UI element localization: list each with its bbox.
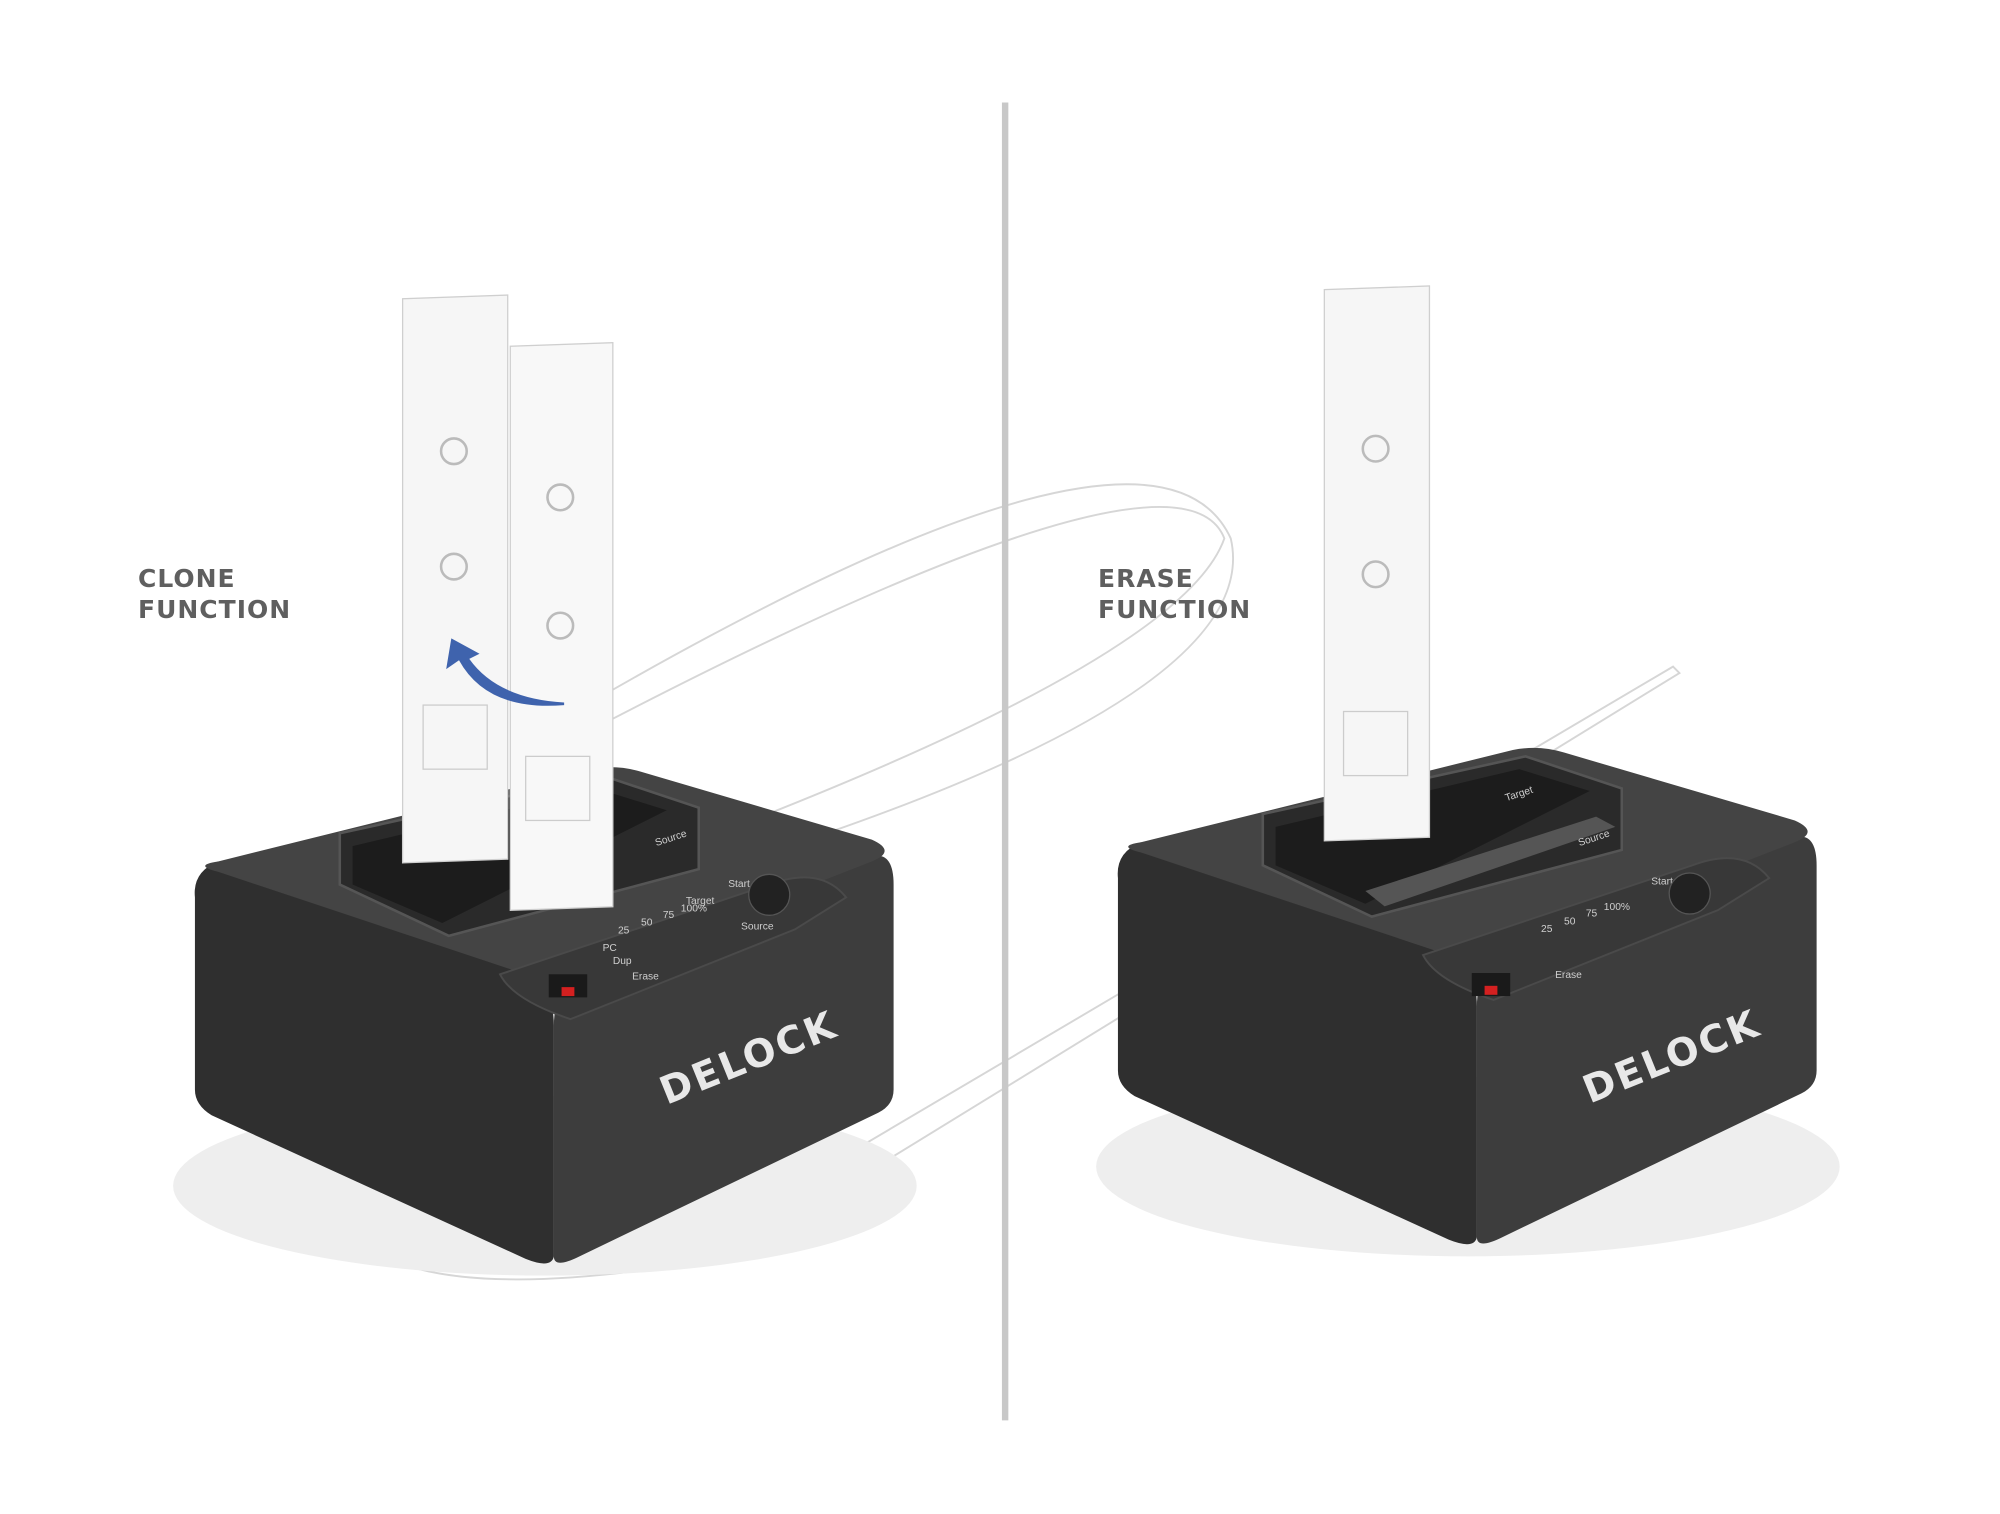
clone-title-line1: CLONE [138,564,236,593]
start-label: Start [728,879,750,890]
progress-50: 50 [641,918,653,929]
erase-title-line1: ERASE [1098,564,1194,593]
start-button[interactable] [748,873,791,916]
mode-erase: Erase [632,971,659,982]
target-led-label: Target [686,896,715,907]
progress-75: 75 [1586,909,1598,920]
erase-function-title: ERASE FUNCTION [1098,563,1251,625]
ssd-target [509,342,614,911]
progress-100: 100% [681,903,707,914]
ssd-source [401,294,509,864]
progress-25: 25 [1541,924,1553,935]
progress-75: 75 [663,910,675,921]
progress-25: 25 [618,925,630,936]
docking-station-erase: Target Source Start 25 50 75 100% Erase … [1094,746,1841,1258]
start-label: Start [1651,877,1673,888]
progress-50: 50 [1564,916,1576,927]
swoosh-decoration [328,483,1681,1281]
mode-switch[interactable] [1471,973,1511,997]
clone-function-title: CLONE FUNCTION [138,563,291,625]
start-button[interactable] [1668,872,1711,915]
clone-title-line2: FUNCTION [138,595,292,624]
mode-switch[interactable] [548,974,588,998]
progress-100: 100% [1604,902,1630,913]
mode-dup: Dup [613,956,632,967]
clone-arrow-icon [446,638,565,706]
docking-station-clone: Source Start Target 25 50 75 100% PC Dup… [171,294,918,1277]
erase-title-line2: FUNCTION [1098,595,1252,624]
source-led-label: Source [741,921,774,932]
ssd-erase [1323,285,1431,842]
mode-erase: Erase [1555,970,1582,981]
mode-pc: PC [603,943,618,954]
